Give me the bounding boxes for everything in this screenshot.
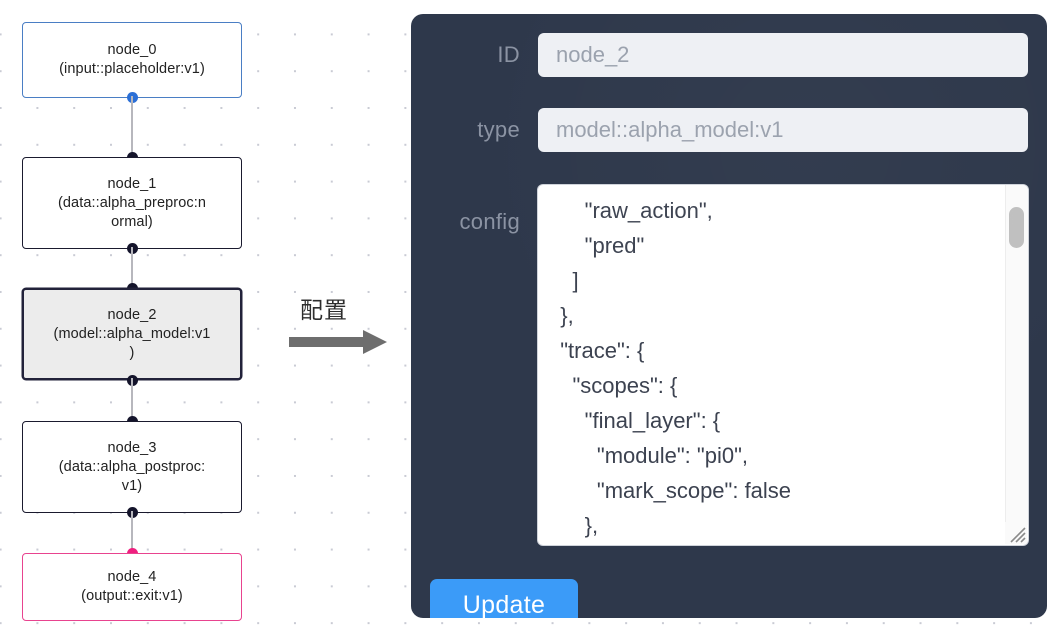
id-field-label: ID bbox=[497, 42, 520, 67]
arrow-right-icon bbox=[289, 329, 389, 360]
graph-edge-node_1-node_2[interactable] bbox=[131, 247, 133, 290]
graph-node-label: node_3 (data::alpha_postproc: v1) bbox=[58, 439, 206, 494]
graph-node-label: node_1 (data::alpha_preproc:n ormal) bbox=[57, 175, 207, 230]
field-row-type: type bbox=[430, 108, 1030, 152]
graph-node-node_4[interactable]: node_4 (output::exit:v1) bbox=[22, 553, 242, 621]
update-button[interactable]: Update bbox=[430, 579, 578, 618]
field-row-config: config "raw_action", "pred" ] }, "trace"… bbox=[430, 185, 1030, 545]
annotation-caption: 配置 bbox=[300, 298, 348, 324]
graph-node-label: node_0 (input::placeholder:v1) bbox=[59, 42, 205, 77]
config-scrollbar-track[interactable] bbox=[1005, 185, 1028, 525]
graph-node-label: node_4 (output::exit:v1) bbox=[81, 569, 183, 604]
config-field-label: config bbox=[459, 209, 520, 234]
graph-edge-node_0-node_1[interactable] bbox=[131, 96, 133, 159]
annotation-arrow-group: 配置 bbox=[289, 297, 394, 357]
type-field-label: type bbox=[477, 117, 520, 142]
node-config-panel: ID type config "raw_action", "pred" ] },… bbox=[411, 14, 1047, 618]
graph-node-node_2[interactable]: node_2 (model::alpha_model:v1 ) bbox=[22, 288, 242, 380]
config-textarea-wrapper: "raw_action", "pred" ] }, "trace": { "sc… bbox=[538, 185, 1028, 545]
config-scrollbar-thumb[interactable] bbox=[1009, 207, 1024, 248]
graph-node-node_0[interactable]: node_0 (input::placeholder:v1) bbox=[22, 22, 242, 98]
graph-node-node_3[interactable]: node_3 (data::alpha_postproc: v1) bbox=[22, 421, 242, 513]
id-input[interactable] bbox=[538, 33, 1028, 77]
textarea-resize-grip-icon[interactable] bbox=[1005, 522, 1027, 544]
type-input[interactable] bbox=[538, 108, 1028, 152]
field-row-id: ID bbox=[430, 33, 1030, 77]
graph-edge-node_3-node_4[interactable] bbox=[131, 511, 133, 555]
graph-edge-node_2-node_3[interactable] bbox=[131, 378, 133, 423]
graph-node-label: node_2 (model::alpha_model:v1 ) bbox=[53, 306, 211, 361]
config-textarea[interactable]: "raw_action", "pred" ] }, "trace": { "sc… bbox=[538, 185, 993, 545]
graph-node-node_1[interactable]: node_1 (data::alpha_preproc:n ormal) bbox=[22, 157, 242, 249]
